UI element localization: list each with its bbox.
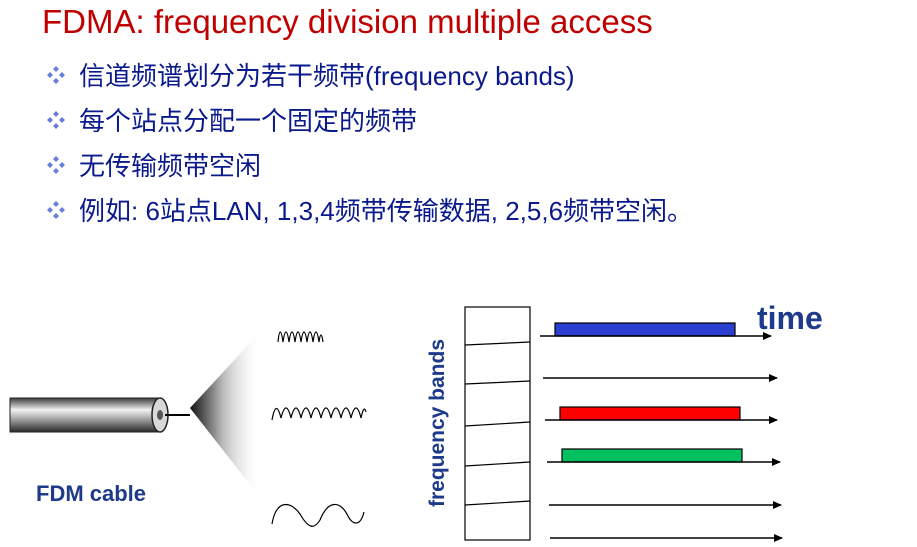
bullet-list: 信道频谱划分为若干频带(frequency bands) 每个站点分配一个固定的…: [46, 52, 693, 232]
frequency-band-stack: [464, 306, 531, 541]
bullet-item: 例如: 6站点LAN, 1,3,4频带传输数据, 2,5,6频带空闲。: [46, 187, 693, 232]
band-1-transmission: [554, 322, 736, 337]
bullet-text: 信道频谱划分为若干频带(frequency bands): [79, 61, 575, 91]
spectrum-cone: [190, 330, 262, 500]
bullet-text: 例如: 6站点LAN, 1,3,4频带传输数据, 2,5,6频带空闲。: [79, 196, 694, 226]
diamond-cluster-icon: [47, 200, 65, 219]
diamond-cluster-icon: [47, 110, 65, 129]
bullet-text: 无传输频带空闲: [79, 151, 262, 181]
band-3-transmission: [559, 406, 741, 421]
high-frequency-wave-icon: [277, 331, 324, 343]
bullet-item: 每个站点分配一个固定的频带: [46, 97, 693, 142]
fdm-cable: [9, 397, 190, 433]
bullet-item: 无传输频带空闲: [46, 142, 693, 187]
medium-frequency-wave-icon: [271, 407, 367, 421]
bullet-item: 信道频谱划分为若干频带(frequency bands): [46, 52, 693, 97]
time-axis-label: time: [757, 300, 823, 336]
diamond-cluster-icon: [47, 155, 65, 174]
frequency-axis-label: frequency bands: [426, 338, 449, 508]
low-frequency-wave-icon: [271, 503, 365, 527]
cable-label: FDM cable: [36, 481, 147, 506]
bullet-text: 每个站点分配一个固定的频带: [79, 106, 418, 136]
diamond-cluster-icon: [47, 65, 65, 84]
page-title: FDMA: frequency division multiple access: [42, 3, 653, 40]
band-4-transmission: [561, 448, 743, 463]
